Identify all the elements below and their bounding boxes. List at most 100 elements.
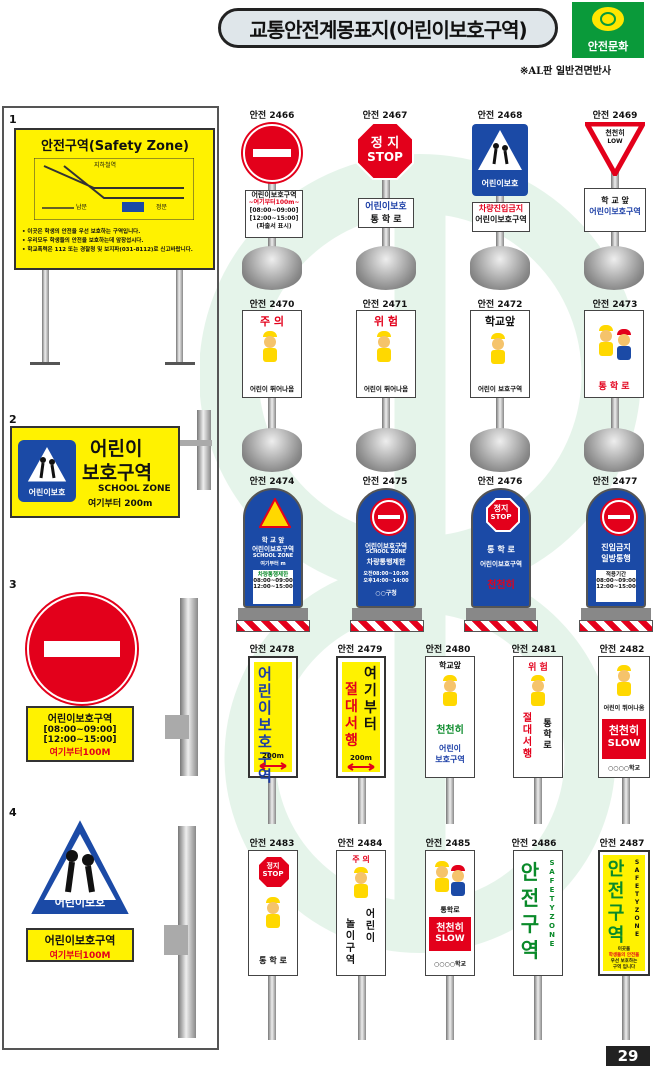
base-stripe <box>579 620 653 632</box>
sign-line: 여기부터100M <box>49 748 111 758</box>
child-crossing-sign <box>24 812 136 918</box>
product-code: 안전 2484 <box>337 839 383 849</box>
vertical-text: SAFETY ZONE <box>634 859 640 938</box>
panel-line: SCHOOL ZONE <box>252 553 294 559</box>
sign-post <box>358 976 366 1040</box>
stop-panel: 정지 STOP 통 학 로 어린이보호구역 천천히 <box>471 488 531 608</box>
panel-stand <box>352 608 422 620</box>
panel-line: 08:00~09:00 <box>596 578 636 584</box>
base-stripe <box>350 620 424 632</box>
panel-stand <box>466 608 536 620</box>
plate-line: 우선 보호하는 <box>610 959 638 964</box>
icon-caption: 어린이보호 <box>54 896 106 909</box>
school-zone-panel: 학 교 앞 어린이보호구역 SCHOOL ZONE 여기부터 m 차량통행제한 … <box>243 488 303 608</box>
panel-line: 여기부터 m <box>260 561 286 567</box>
sign-line: 여기부터100M <box>49 951 111 961</box>
plate-line: 이곳을 <box>617 947 631 952</box>
vertical-yellow-sign: 어린이보호구역 200m <box>248 656 298 785</box>
product-code: 안전 2468 <box>477 111 523 121</box>
product-code: 안전 2467 <box>362 111 408 121</box>
vertical-text: 어린이보호구역 <box>258 665 272 785</box>
ground <box>165 362 195 365</box>
school-zone-sign-4: 어린이보호구역 여기부터100M <box>26 928 134 962</box>
panel-line: ○○구청 <box>375 590 397 597</box>
caution-text: 주 의 <box>259 315 285 328</box>
school-front-text: 학교앞 <box>438 661 462 670</box>
school-zone-sign: 어린이보호 어린이 보호구역 SCHOOL ZONE 여기부터 200m <box>10 426 180 518</box>
map-label: 남문 <box>76 204 88 211</box>
sign-post <box>622 976 630 1040</box>
brand-name: 안전문화 <box>587 40 629 53</box>
vertical-text: 안전구역 <box>520 860 540 962</box>
school-front-text: 학교앞 <box>484 315 516 328</box>
slow-text: 천천히 <box>436 725 464 736</box>
stop-text: STOP <box>262 870 284 878</box>
sign-line: [08:00~09:00] <box>43 725 117 735</box>
plate-line: 보호구역 <box>435 755 465 764</box>
safety-zone-vertical-sign: 안전구역 SAFETY ZONE <box>513 850 563 976</box>
sign-base <box>242 246 302 290</box>
panel-stand <box>238 608 308 620</box>
safety-zone-text: • 학교폭력은 112 또는 경찰청 및 보지파(031-8112)로 신고바랍… <box>22 247 193 253</box>
caution-play-area-sign: 주 의 어린이 놀이구역 <box>336 850 386 976</box>
product-code: 안전 2472 <box>477 300 523 310</box>
sign2-post <box>197 410 211 490</box>
icon-caption: 어린이보호 <box>28 488 66 497</box>
product-code: 안전 2481 <box>511 645 557 655</box>
product-code: 안전 2466 <box>249 111 295 121</box>
sign-post <box>534 778 542 824</box>
page-title-text: 교통안전계몽표지(어린이보호구역) <box>249 17 527 42</box>
plate-line: 어린이 뛰어나옴 <box>603 705 645 712</box>
plate-line: 통 학 로 <box>259 956 287 965</box>
no-entry-icon <box>602 500 636 534</box>
danger-sign: 위 험 어린이 뛰어나옴 <box>356 310 416 398</box>
sign-base <box>584 246 644 290</box>
item-number-1: 1 <box>9 113 17 126</box>
panel-line: 통 학 로 <box>487 545 515 554</box>
info-plate: 어린이보호 통 학 로 <box>358 198 414 228</box>
panel-line: 어린이보호구역 <box>252 545 294 553</box>
sign2-bracket <box>180 440 212 446</box>
panel-line: 12:00~15:00 <box>596 584 636 590</box>
left-sign-panel <box>2 106 219 1050</box>
no-entry-sign <box>27 594 137 704</box>
plate-line: 학 교 앞 <box>601 196 629 205</box>
product-code: 안전 2486 <box>511 839 557 849</box>
product-code: 안전 2478 <box>249 645 295 655</box>
plate-line: [12:00~15:00] <box>249 215 299 222</box>
sign-post <box>496 396 504 436</box>
product-code: 안전 2477 <box>592 477 638 487</box>
sign-post <box>446 976 454 1040</box>
sign-line: 여기부터 200m <box>88 499 153 509</box>
page-title: 교통안전계몽표지(어린이보호구역) <box>218 8 558 48</box>
sign-line: [12:00~15:00] <box>43 735 117 745</box>
stop-school-route-sign: 정지 STOP 통 학 로 <box>248 850 298 976</box>
slow-text: 천천히 <box>605 129 625 137</box>
plate-line: 통 학 로 <box>598 382 630 392</box>
product-code: 안전 2475 <box>362 477 408 487</box>
plate-line: 구역 입니다 <box>612 965 636 970</box>
plate-line: 어린이 뛰어나옴 <box>363 385 409 393</box>
stop-octagon-icon <box>356 122 414 180</box>
map-label: 지하철역 <box>94 162 117 169</box>
vertical-text: 여기부터 <box>364 666 377 733</box>
yield-triangle-icon <box>585 122 645 176</box>
sign-post <box>611 396 619 436</box>
product-code: 안전 2485 <box>425 839 471 849</box>
info-plate: 어린이보호구역 ~여기부터100m~ [08:00~09:00] [12:00~… <box>245 190 303 238</box>
no-entry-sign <box>243 124 301 182</box>
slow-school-sign: 학교앞 천천히 어린이 보호구역 <box>425 656 475 778</box>
plate-line: 어린이 뛰어나옴 <box>249 385 295 393</box>
one-way-panel: 진입금지 일방통행 적용기간 08:00~09:00 12:00~15:00 <box>586 488 646 608</box>
base-stripe <box>236 620 310 632</box>
panel-line: 08:00~09:00 <box>253 578 293 584</box>
sign-post <box>268 976 276 1040</box>
panel-line: 적용기간 <box>605 572 627 578</box>
vertical-text: 안전구역 <box>607 859 625 946</box>
plate-line: 어린이 보호구역 <box>477 385 523 393</box>
brand-mark-icon <box>592 7 624 31</box>
sign1-post-left <box>42 265 49 363</box>
safety-zone-text: • 이곳은 학생의 안전을 우선 보호하는 구역입니다. <box>22 229 141 235</box>
vertical-text: 절대서행 <box>522 713 533 760</box>
sign-line: 어린이보호구역 <box>44 934 116 947</box>
